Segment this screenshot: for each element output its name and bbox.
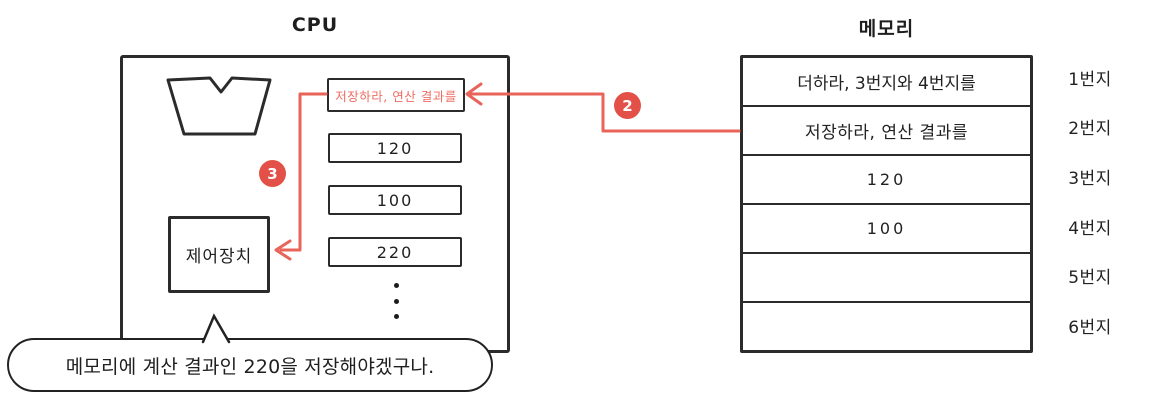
- address-label-5: 5번지: [1068, 268, 1112, 288]
- memory-row-3: 120: [743, 156, 1030, 205]
- address-label-2: 2번지: [1068, 119, 1112, 139]
- cpu-title: CPU: [291, 14, 339, 36]
- cpu-register-value-3: 220: [328, 237, 462, 267]
- cpu-register-instruction: 저장하라, 연산 결과를: [327, 78, 465, 112]
- step-2-badge: 2: [614, 92, 641, 119]
- memory-row-6: [743, 303, 1030, 350]
- memory-title: 메모리: [858, 18, 915, 40]
- cpu-register-value-2: 100: [328, 185, 462, 215]
- cpu-register-value-1: 120: [328, 133, 462, 163]
- vertical-ellipsis-icon: [390, 283, 402, 319]
- control-unit-box: 제어장치: [168, 216, 270, 293]
- speech-bubble: 메모리에 계산 결과인 220을 저장해야겠구나.: [7, 338, 493, 392]
- alu-label: ALU: [201, 97, 237, 117]
- step-3-badge: 3: [259, 160, 286, 187]
- memory-row-1: 더하라, 3번지와 4번지를: [743, 58, 1030, 107]
- address-label-1: 1번지: [1068, 70, 1112, 90]
- memory-row-5: [743, 254, 1030, 303]
- address-label-4: 4번지: [1068, 219, 1112, 239]
- memory-table: 더하라, 3번지와 4번지를 저장하라, 연산 결과를 120 100: [740, 55, 1033, 353]
- address-label-3: 3번지: [1068, 169, 1112, 189]
- address-label-6: 6번지: [1068, 318, 1112, 338]
- memory-row-4: 100: [743, 205, 1030, 254]
- memory-row-2: 저장하라, 연산 결과를: [743, 107, 1030, 156]
